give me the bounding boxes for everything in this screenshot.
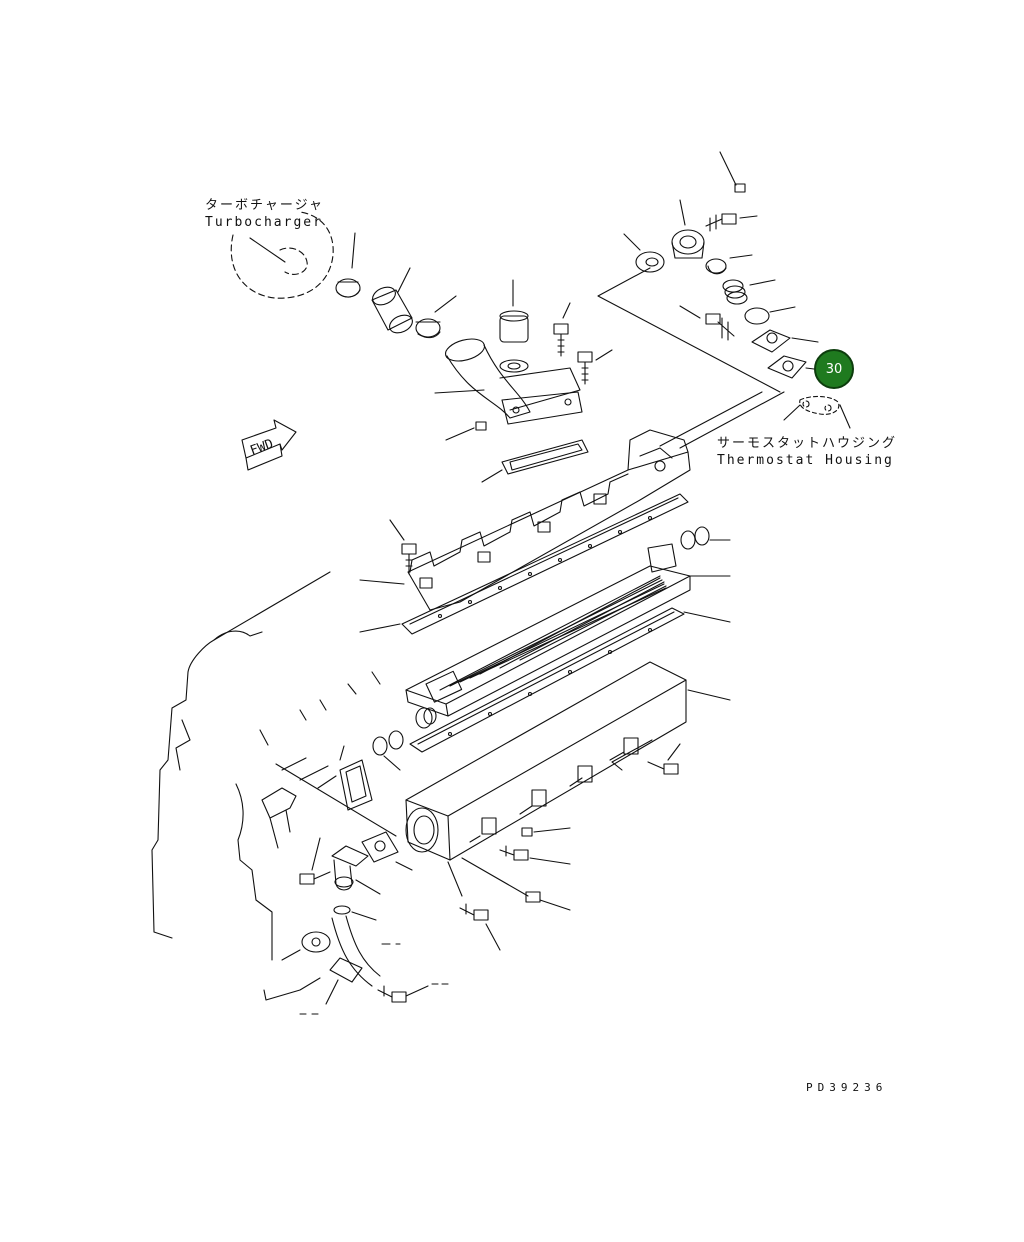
turbocharger-leader [249, 237, 286, 263]
engine-block-outline [151, 571, 397, 1001]
leader [339, 745, 345, 761]
leader [434, 295, 457, 313]
leader [481, 469, 503, 483]
bolt [577, 351, 593, 385]
part-callout-30[interactable]: 30 [814, 349, 854, 389]
turbocharger-label-jp: ターボチャージャ [205, 198, 324, 213]
bolt [401, 543, 417, 575]
leader [623, 233, 641, 251]
leader [749, 279, 776, 286]
leader [769, 306, 796, 313]
thermostat-housing-label-jp: サーモスタットハウジング [717, 436, 898, 451]
water-outlet-elbow [444, 338, 583, 425]
long-bolt [461, 857, 541, 903]
leader [355, 879, 381, 895]
bolt [647, 761, 679, 775]
leader [679, 199, 686, 226]
outlet-gasket [501, 439, 589, 475]
thermostat-housing-label: Thermostat Housing [717, 453, 894, 468]
pipe-gasket [301, 931, 331, 953]
plug [521, 827, 533, 837]
leader [383, 755, 401, 771]
seal [744, 307, 770, 325]
leader [351, 911, 377, 921]
bolt [553, 323, 569, 357]
leader [729, 254, 753, 259]
gasket-flange [361, 831, 399, 863]
leader-stub [299, 943, 449, 1015]
fwd-label: FWD [248, 437, 275, 459]
leader [325, 979, 339, 1005]
manifold-gasket [401, 493, 689, 635]
bolt [499, 845, 529, 861]
connection-line [659, 391, 763, 447]
turbocharger-outline [230, 211, 334, 299]
bolt [459, 903, 489, 921]
leader [434, 389, 485, 394]
connection-line [597, 267, 785, 449]
leader [447, 861, 463, 897]
leader [687, 689, 731, 701]
leader [539, 899, 571, 911]
leader [667, 743, 681, 761]
leader [485, 923, 501, 951]
connecting-hose [371, 286, 413, 334]
leader [351, 232, 356, 269]
water-pipe [329, 915, 381, 987]
o-ring [333, 905, 351, 915]
hose-clamp-upper [335, 278, 361, 298]
oil-cooler-case [405, 661, 687, 861]
turbocharger-label: Turbocharger [205, 215, 323, 230]
leader [562, 302, 571, 319]
gasket [635, 251, 665, 273]
housing-gasket [767, 355, 807, 379]
thermostat-housing-reference [799, 395, 840, 415]
connection-line [611, 739, 653, 771]
drawing-number: PD39236 [806, 1081, 888, 1094]
leader [311, 837, 321, 871]
plug [734, 183, 746, 193]
o-rings-upper [680, 526, 710, 550]
bolt [705, 213, 737, 232]
leader [359, 579, 405, 585]
oil-cooler-core [405, 543, 691, 729]
bolt [299, 871, 331, 885]
leader [533, 827, 571, 833]
leader [397, 267, 411, 293]
leader [445, 427, 475, 441]
leader [595, 349, 613, 361]
leader [783, 404, 851, 429]
fwd-arrow: FWD [241, 419, 297, 471]
bolt [705, 313, 735, 341]
o-rings-lower [372, 730, 404, 756]
leader [719, 151, 737, 186]
thermostat [705, 258, 727, 275]
leader [405, 985, 429, 997]
leader [805, 367, 815, 370]
water-manifold-upper [407, 429, 691, 611]
water-elbow [331, 845, 369, 891]
gasket-square [339, 759, 373, 811]
plug [475, 421, 487, 431]
spring [722, 279, 748, 305]
hose-clamp-lower [415, 318, 441, 339]
callout-number: 30 [825, 361, 843, 377]
leader [389, 519, 405, 541]
leader [281, 949, 301, 961]
thermostat-cap [499, 310, 529, 373]
flange [751, 329, 791, 353]
leader [791, 337, 819, 343]
leader [395, 861, 413, 871]
leader [359, 623, 401, 633]
leader [683, 611, 731, 623]
thermostat-housing-cover [671, 229, 705, 259]
cooler-gasket [409, 607, 685, 753]
leader [679, 305, 701, 319]
leader [739, 215, 758, 219]
leader [529, 857, 571, 865]
bolt [377, 985, 407, 1003]
